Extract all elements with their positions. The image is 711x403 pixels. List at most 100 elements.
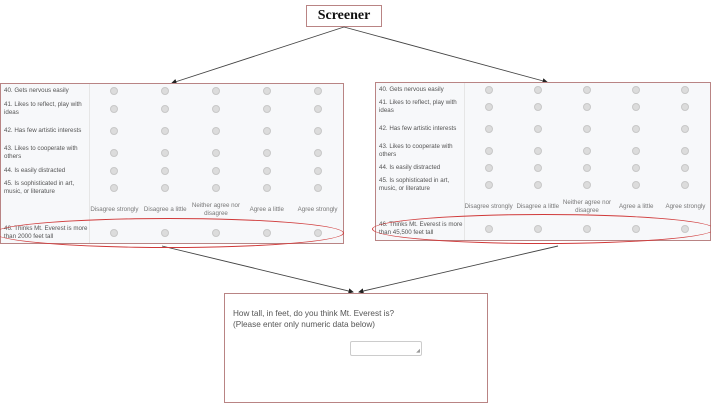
column-header: Neither agree nor disagree bbox=[562, 198, 612, 215]
column-header: Disagree strongly bbox=[90, 205, 139, 213]
question-line-2: (Please enter only numeric data below) bbox=[233, 320, 375, 329]
radio-option[interactable] bbox=[583, 103, 591, 111]
radio-option[interactable] bbox=[533, 125, 542, 133]
height-estimate-input[interactable]: ◢ bbox=[350, 341, 422, 356]
radio-option[interactable] bbox=[110, 87, 119, 95]
resize-grip-icon[interactable]: ◢ bbox=[416, 348, 420, 354]
likert-row: 42. Has few artistic interests bbox=[376, 119, 710, 139]
column-header: Agree strongly bbox=[297, 205, 338, 213]
radio-option[interactable] bbox=[313, 167, 322, 175]
radio-option[interactable] bbox=[681, 164, 690, 172]
radio-option[interactable] bbox=[313, 87, 322, 95]
item-label: 41. Likes to reflect, play with ideas bbox=[4, 100, 82, 117]
radio-option[interactable] bbox=[211, 87, 220, 95]
item-label: 40. Gets nervous easily bbox=[379, 85, 444, 93]
radio-option[interactable] bbox=[161, 149, 170, 157]
radio-option[interactable] bbox=[533, 103, 542, 111]
radio-option[interactable] bbox=[583, 181, 591, 189]
radio-option[interactable] bbox=[110, 184, 119, 192]
radio-option[interactable] bbox=[161, 167, 170, 175]
radio-option[interactable] bbox=[583, 125, 591, 133]
item-label: 43. Likes to cooperate with others bbox=[4, 144, 78, 161]
likert-row: 40. Gets nervous easily bbox=[376, 84, 710, 96]
radio-option[interactable] bbox=[632, 147, 641, 155]
radio-option[interactable] bbox=[484, 147, 493, 155]
radio-option[interactable] bbox=[484, 125, 493, 133]
radio-option[interactable] bbox=[211, 167, 220, 175]
radio-option[interactable] bbox=[110, 127, 119, 135]
radio-option[interactable] bbox=[533, 164, 542, 172]
item-label: 44. Is easily distracted bbox=[379, 163, 441, 171]
radio-option[interactable] bbox=[484, 181, 493, 189]
screener-label: Screener bbox=[317, 8, 371, 23]
radio-option[interactable] bbox=[632, 125, 641, 133]
radio-option[interactable] bbox=[583, 164, 591, 172]
radio-option[interactable] bbox=[262, 87, 271, 95]
radio-option[interactable] bbox=[262, 105, 271, 113]
likert-header-row: Disagree strongly Disagree a little Neit… bbox=[376, 197, 710, 217]
radio-option[interactable] bbox=[262, 149, 271, 157]
column-divider bbox=[464, 83, 465, 240]
radio-option[interactable] bbox=[533, 86, 542, 94]
highlight-ellipse bbox=[0, 218, 344, 248]
item-label: 42. Has few artistic interests bbox=[4, 126, 82, 134]
column-header: Neither agree nor disagree bbox=[191, 201, 241, 218]
radio-option[interactable] bbox=[262, 127, 271, 135]
radio-option[interactable] bbox=[161, 184, 170, 192]
radio-option[interactable] bbox=[632, 103, 641, 111]
radio-option[interactable] bbox=[484, 164, 493, 172]
radio-option[interactable] bbox=[313, 184, 322, 192]
item-label: 45. Is sophisticated in art, music, or l… bbox=[379, 176, 450, 193]
radio-option[interactable] bbox=[313, 105, 322, 113]
radio-option[interactable] bbox=[533, 147, 542, 155]
radio-option[interactable] bbox=[211, 184, 220, 192]
question-text: How tall, in feet, do you think Mt. Ever… bbox=[233, 308, 394, 330]
radio-option[interactable] bbox=[681, 147, 690, 155]
item-label: 45. Is sophisticated in art, music, or l… bbox=[4, 179, 75, 196]
radio-option[interactable] bbox=[484, 86, 493, 94]
radio-option[interactable] bbox=[632, 164, 641, 172]
likert-row: 43. Likes to cooperate with others bbox=[376, 141, 710, 161]
radio-option[interactable] bbox=[110, 105, 119, 113]
estimate-question-box: How tall, in feet, do you think Mt. Ever… bbox=[224, 293, 488, 403]
column-header: Disagree a little bbox=[516, 202, 560, 210]
item-label: 43. Likes to cooperate with others bbox=[379, 142, 453, 159]
radio-option[interactable] bbox=[161, 87, 170, 95]
radio-option[interactable] bbox=[681, 181, 690, 189]
radio-option[interactable] bbox=[262, 184, 271, 192]
radio-option[interactable] bbox=[632, 181, 641, 189]
item-label: 41. Likes to reflect, play with ideas bbox=[379, 98, 457, 115]
likert-row: 45. Is sophisticated in art, music, or l… bbox=[1, 178, 343, 198]
column-header: Disagree strongly bbox=[464, 202, 513, 210]
radio-option[interactable] bbox=[211, 149, 220, 157]
screener-box: Screener bbox=[306, 5, 382, 27]
item-label: 40. Gets nervous easily bbox=[4, 86, 69, 94]
radio-option[interactable] bbox=[110, 167, 119, 175]
radio-option[interactable] bbox=[161, 105, 170, 113]
likert-row: 42. Has few artistic interests bbox=[1, 121, 343, 141]
likert-row: 41. Likes to reflect, play with ideas bbox=[1, 99, 343, 119]
radio-option[interactable] bbox=[313, 127, 322, 135]
radio-option[interactable] bbox=[583, 147, 591, 155]
radio-option[interactable] bbox=[533, 181, 542, 189]
item-label: 44. Is easily distracted bbox=[4, 166, 66, 174]
likert-row: 40. Gets nervous easily bbox=[1, 85, 343, 97]
radio-option[interactable] bbox=[681, 125, 690, 133]
question-line-1: How tall, in feet, do you think Mt. Ever… bbox=[233, 309, 395, 318]
radio-option[interactable] bbox=[262, 167, 271, 175]
radio-option[interactable] bbox=[211, 105, 220, 113]
radio-option[interactable] bbox=[632, 86, 641, 94]
radio-option[interactable] bbox=[583, 86, 591, 94]
radio-option[interactable] bbox=[161, 127, 170, 135]
radio-option[interactable] bbox=[484, 103, 493, 111]
radio-option[interactable] bbox=[211, 127, 220, 135]
column-header: Agree a little bbox=[619, 202, 654, 210]
column-header: Disagree a little bbox=[143, 205, 187, 213]
column-divider bbox=[89, 84, 90, 243]
radio-option[interactable] bbox=[681, 86, 690, 94]
item-label: 42. Has few artistic interests bbox=[379, 124, 457, 132]
radio-option[interactable] bbox=[110, 149, 119, 157]
radio-option[interactable] bbox=[681, 103, 690, 111]
likert-row: 45. Is sophisticated in art, music, or l… bbox=[376, 175, 710, 195]
radio-option[interactable] bbox=[313, 149, 322, 157]
